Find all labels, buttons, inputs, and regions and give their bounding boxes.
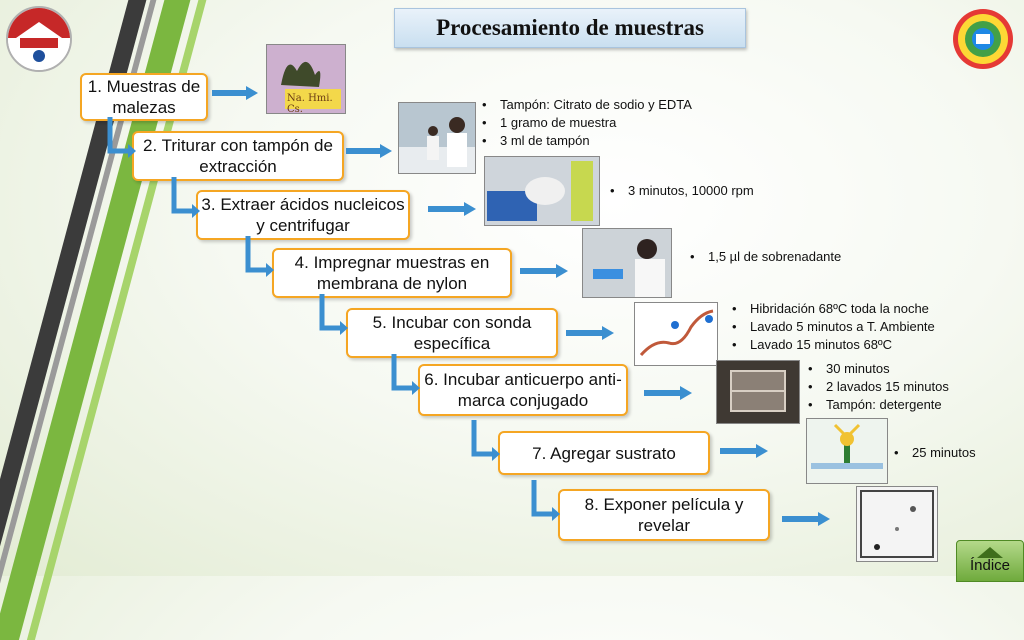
note-item: Tampón: Citrato de sodio y EDTA — [478, 96, 692, 114]
step-3-box: 3. Extraer ácidos nucleicos y centrifuga… — [196, 190, 410, 240]
step-1-box: 1. Muestras de malezas — [80, 73, 208, 121]
arrow-step-7 — [720, 444, 768, 458]
note-item: Lavado 5 minutos a T. Ambiente — [728, 318, 935, 336]
elbow-arrow-5-6 — [391, 354, 420, 395]
note-item: Tampón: detergente — [804, 396, 949, 414]
slide-title: Procesamiento de muestras — [436, 15, 704, 40]
elbow-arrow-3-4 — [245, 236, 274, 277]
arrow-step-8 — [782, 512, 830, 526]
notes-step-3: 3 minutos, 10000 rpm — [606, 182, 754, 200]
department-seal — [952, 8, 1014, 70]
step-3-label: 3. Extraer ácidos nucleicos y centrifuga… — [201, 195, 405, 235]
arrow-step-4 — [520, 264, 568, 278]
step-1-label: 1. Muestras de malezas — [87, 77, 201, 117]
note-item: 2 lavados 15 minutos — [804, 378, 949, 396]
step-8-box: 8. Exponer película y revelar — [558, 489, 770, 541]
elbow-arrow-6-7 — [471, 420, 500, 461]
incubator-photo — [716, 360, 800, 424]
note-item: 3 ml de tampón — [478, 132, 692, 150]
note-item: 1,5 µl de sobrenadante — [686, 248, 841, 266]
indice-label: Índice — [969, 557, 1011, 574]
centrifuge-photo — [484, 156, 600, 226]
elbow-arrow-7-8 — [531, 480, 560, 521]
note-item: 25 minutos — [890, 444, 976, 462]
lab-grinding-photo — [398, 102, 476, 174]
elbow-arrow-2-3 — [171, 177, 200, 218]
arrow-step-3 — [428, 202, 476, 216]
step-8-label: 8. Exponer película y revelar — [584, 495, 744, 535]
notes-step-6: 30 minutos 2 lavados 15 minutos Tampón: … — [804, 360, 949, 414]
slide-title-box: Procesamiento de muestras — [394, 8, 746, 48]
step-7-label: 7. Agregar sustrato — [532, 443, 676, 463]
pipetting-photo — [582, 228, 672, 298]
step-6-box: 6. Incubar anticuerpo anti-marca conjuga… — [418, 364, 628, 416]
step-4-box: 4. Impregnar muestras en membrana de nyl… — [272, 248, 512, 298]
step-2-box: 2. Triturar con tampón de extracción — [132, 131, 344, 181]
note-item: 3 minutos, 10000 rpm — [606, 182, 754, 200]
step-6-label: 6. Incubar anticuerpo anti-marca conjuga… — [424, 370, 622, 410]
arrow-step-5 — [566, 326, 614, 340]
elbow-arrow-4-5 — [319, 294, 348, 335]
step-5-box: 5. Incubar con sonda específica — [346, 308, 558, 358]
sample-label: Na. Hmi. Cs. — [287, 93, 333, 114]
elbow-arrow-1-2 — [107, 117, 136, 158]
arrow-step-2 — [346, 144, 392, 158]
up-arrow-icon — [977, 547, 1003, 558]
step-2-label: 2. Triturar con tampón de extracción — [143, 136, 333, 176]
note-item: Hibridación 68ºC toda la noche — [728, 300, 935, 318]
university-logo — [6, 6, 72, 72]
substrate-diagram-image — [806, 418, 888, 484]
notes-step-4: 1,5 µl de sobrenadante — [686, 248, 841, 266]
developed-film-image — [856, 486, 938, 562]
notes-step-2: Tampón: Citrato de sodio y EDTA 1 gramo … — [478, 96, 692, 150]
notes-step-5: Hibridación 68ºC toda la noche Lavado 5 … — [728, 300, 935, 354]
step-7-box: 7. Agregar sustrato — [498, 431, 710, 475]
step-5-label: 5. Incubar con sonda específica — [372, 313, 532, 353]
note-item: 1 gramo de muestra — [478, 114, 692, 132]
probe-diagram-image — [634, 302, 718, 366]
note-item: 30 minutos — [804, 360, 949, 378]
indice-button[interactable]: Índice — [956, 540, 1024, 582]
step-4-label: 4. Impregnar muestras en membrana de nyl… — [294, 253, 490, 293]
arrow-step-6 — [644, 386, 692, 400]
arrow-step-1 — [212, 86, 258, 100]
notes-step-7: 25 minutos — [890, 444, 976, 462]
weed-sample-photo: Na. Hmi. Cs. — [266, 44, 346, 114]
note-item: Lavado 15 minutos 68ºC — [728, 336, 935, 354]
